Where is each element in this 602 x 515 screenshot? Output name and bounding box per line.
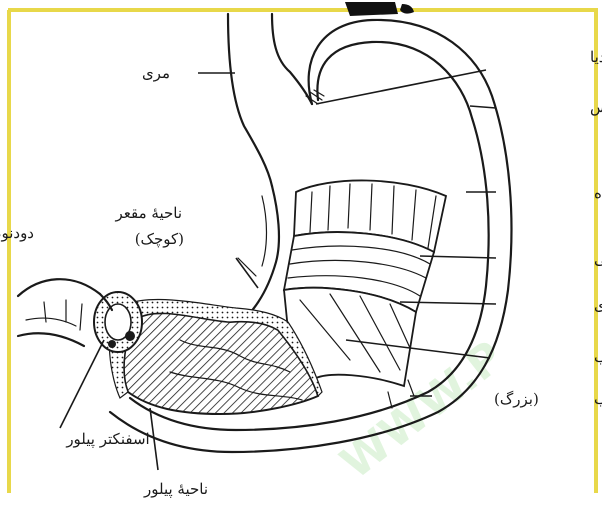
label-oblique-muscle: عضلهٔ مورب [594, 348, 602, 366]
label-circular-muscle: عضلهٔ حلقوی [594, 296, 602, 314]
label-duodenum: دودنوم [0, 224, 34, 242]
label-pyloric-sphincter: اسفنکتر پیلور [65, 430, 149, 448]
pylorus [94, 292, 142, 352]
label-lesser-curvature-line1: ناحیهٔ مقعر [115, 204, 183, 222]
label-lesser-curvature-line2: (کوچک) [135, 230, 184, 248]
top-dark-stroke [345, 2, 398, 16]
muscle-layers-window [284, 180, 446, 386]
top-dark-stroke-2 [400, 4, 414, 14]
label-greater-curvature-line1: ناحیهٔ محدب [594, 390, 602, 408]
label-longitudinal-muscle: عضلهٔ طولی [594, 250, 602, 268]
esophagus [228, 14, 312, 186]
lesser-curvature-inner [262, 196, 267, 266]
label-cardia: ناحیهٔ کاردیا [590, 48, 602, 66]
label-fundus: فوندوس [590, 98, 602, 116]
label-body: جسم روده [594, 184, 602, 202]
label-greater-curvature-line2: (بزرگ) [494, 390, 539, 408]
label-pyloric-region: ناحیهٔ پیلور [143, 480, 208, 498]
label-esophagus: مری [142, 64, 170, 82]
